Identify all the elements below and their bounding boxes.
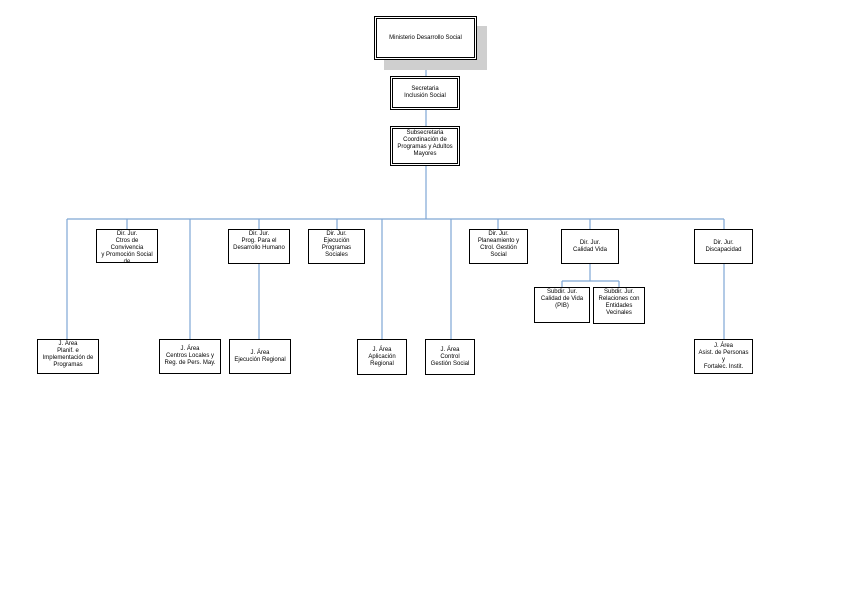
node-area-control-gestion: J. Área Control Gestión Social [425,339,475,375]
node-subsecretaria-label: Subsecretaria Coordinación de Programas … [397,130,453,157]
node-area-centros-locales-label: J. Área Centros Locales y Reg. de Pers. … [164,346,216,366]
node-subdir-calidad-vida: Subdir. Jur. Calidad de Vida (PIB) [534,287,590,323]
node-area-planif: J. Área Planif. e Implementación de Prog… [37,339,99,374]
node-area-aplicacion-regional-label: J. Área Aplicación Regional [368,346,396,367]
node-ministerio: Ministerio Desarrollo Social [374,16,477,60]
node-ministerio-label: Ministerio Desarrollo Social [389,34,462,41]
node-area-asist-personas-label: J. Área Asist. de Personas y Fortalec. I… [698,342,749,370]
node-dir-discapacidad-label: Dir. Jur. Discapacidad [705,239,742,253]
node-area-centros-locales: J. Área Centros Locales y Reg. de Pers. … [159,339,221,374]
node-dir-ctros-convivencia: Dir. Jur. Ctros de Convivencia y Promoci… [96,229,158,263]
node-dir-ejecucion-programas: Dir. Jur. Ejecución Programas Sociales [308,229,365,264]
node-dir-calidad-vida-label: Dir. Jur. Calidad Vida [573,239,607,253]
node-subdir-relaciones-label: Subdir. Jur. Relaciones con Entidades Ve… [598,289,640,316]
node-dir-ejecucion-programas-label: Dir. Jur. Ejecución Programas Sociales [321,231,352,258]
node-dir-planeamiento: Dir. Jur. Planeamiento y Ctrol. Gestión … [469,229,528,264]
node-dir-ctros-convivencia-label: Dir. Jur. Ctros de Convivencia y Promoci… [101,231,153,263]
node-dir-prog-desarrollo: Dir. Jur. Prog. Para el Desarrollo Human… [228,229,290,264]
node-dir-calidad-vida: Dir. Jur. Calidad Vida [561,229,619,264]
node-subdir-relaciones: Subdir. Jur. Relaciones con Entidades Ve… [593,287,645,324]
node-subdir-calidad-vida-label: Subdir. Jur. Calidad de Vida (PIB) [540,289,584,309]
node-area-asist-personas: J. Área Asist. de Personas y Fortalec. I… [694,339,753,374]
node-secretaria: Secretaria Inclusión Social [390,76,460,110]
node-dir-prog-desarrollo-label: Dir. Jur. Prog. Para el Desarrollo Human… [233,231,285,251]
node-area-control-gestion-label: J. Área Control Gestión Social [430,346,470,367]
node-area-ejecucion-regional-label: J. Área Ejecución Regional [234,349,286,363]
node-secretaria-label: Secretaria Inclusión Social [404,86,446,99]
node-subsecretaria: Subsecretaria Coordinación de Programas … [390,126,460,166]
node-dir-discapacidad: Dir. Jur. Discapacidad [694,229,753,264]
node-area-aplicacion-regional: J. Área Aplicación Regional [357,339,407,375]
node-dir-planeamiento-label: Dir. Jur. Planeamiento y Ctrol. Gestión … [477,231,520,258]
node-area-ejecucion-regional: J. Área Ejecución Regional [229,339,291,374]
node-area-planif-label: J. Área Planif. e Implementación de Prog… [42,341,94,368]
